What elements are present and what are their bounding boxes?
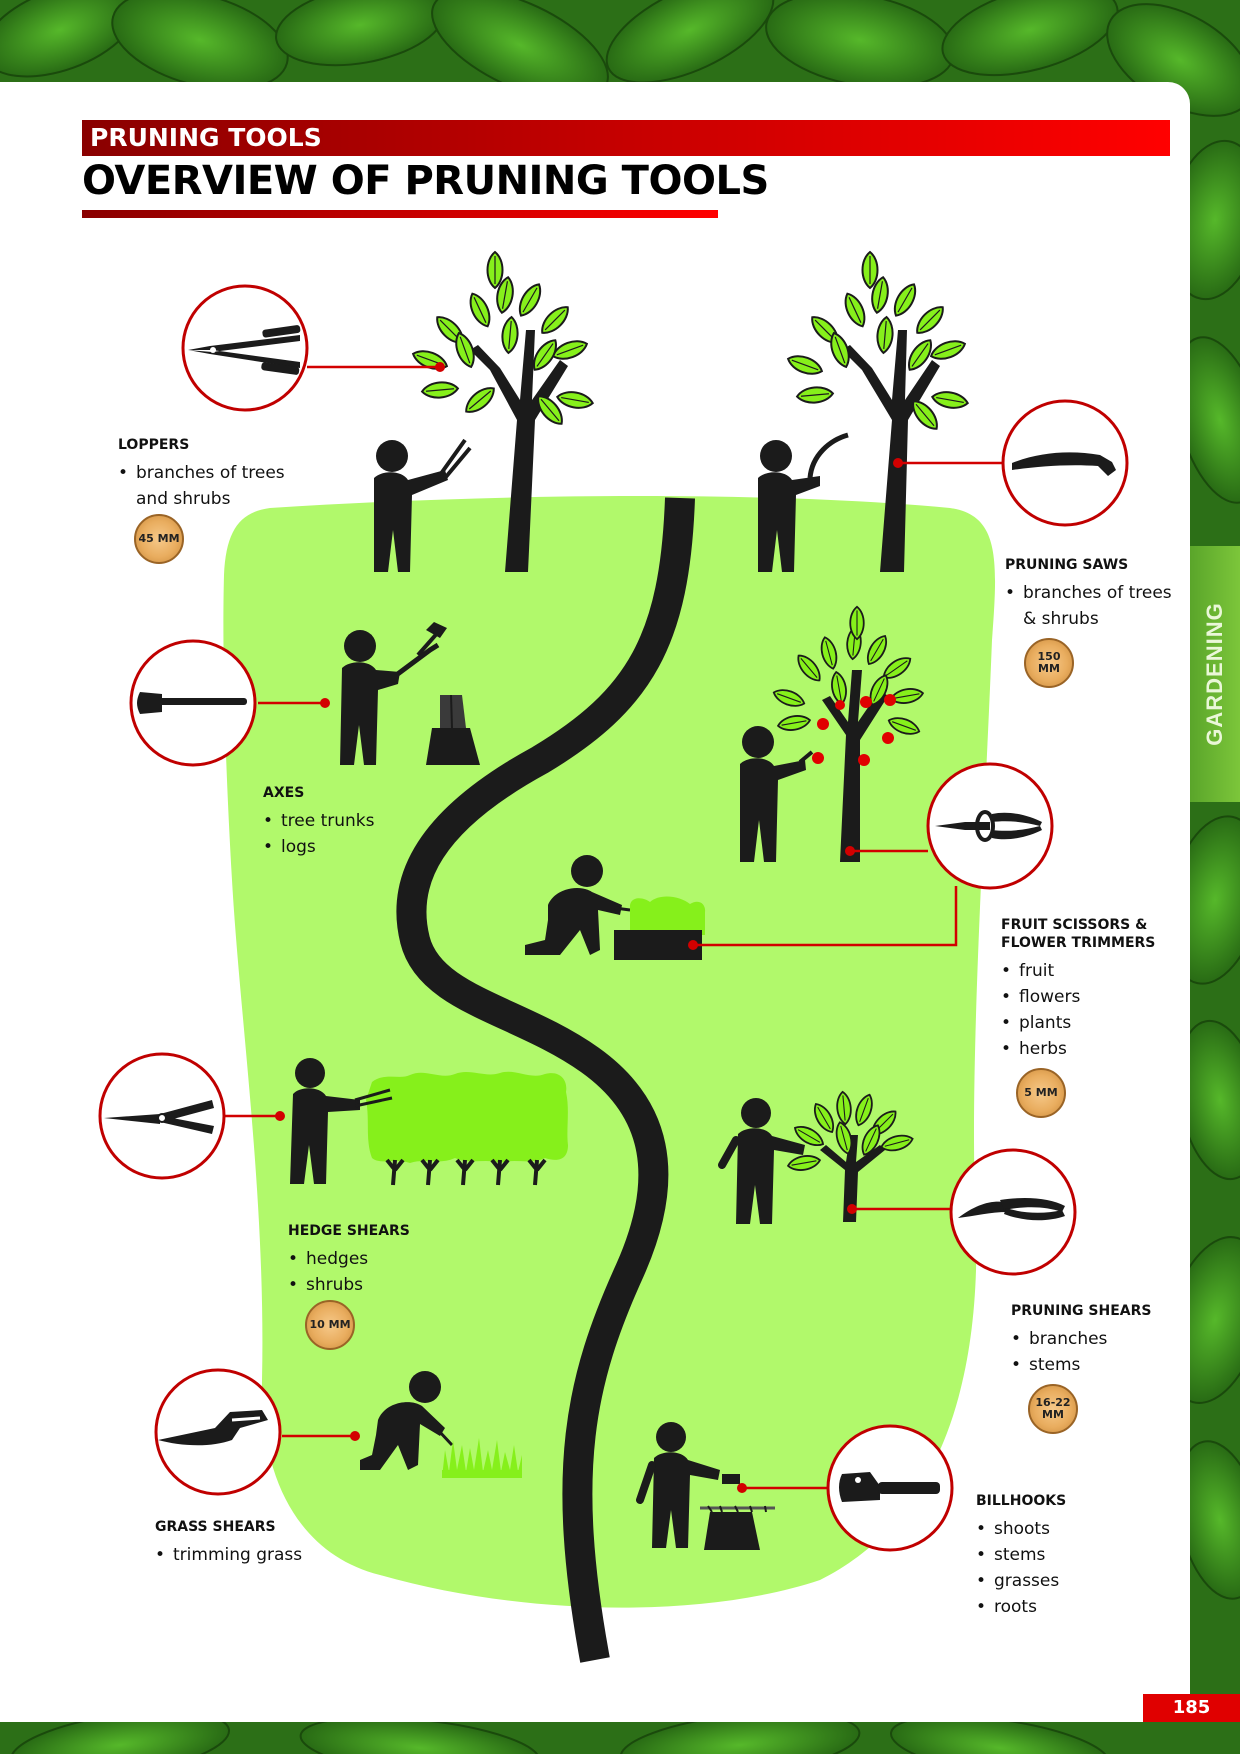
tree-loppers [409,251,596,572]
person-pruning-shears [718,1098,805,1224]
capacity-badge-pruning-shears: 16-22 MM [1028,1384,1078,1434]
tool-label-billhooks: BILLHOOKS shoots stems grasses roots [976,1492,1156,1620]
tool-label-loppers: LOPPERS branches of trees and shrubs [118,436,318,512]
tool-label-fruit-scissors: FRUIT SCISSORS & FLOWER TRIMMERS fruit f… [1001,916,1181,1062]
person-saw [758,432,849,572]
hedge [366,1071,568,1186]
loppers-icon [181,284,309,412]
pruning-shears-icon [949,1148,1077,1276]
tool-name: PRUNING SHEARS [1011,1303,1152,1319]
chopping-block [700,1505,775,1550]
tool-name: FRUIT SCISSORS & FLOWER TRIMMERS [1001,917,1156,951]
hedge-shears-icon [98,1052,226,1180]
connector-dots [275,362,903,1493]
person-axe [340,622,447,765]
person-hedge-shears [290,1058,393,1184]
capacity-badge-pruning-saws: 150 MM [1024,638,1074,688]
page-title: OVERVIEW OF PRUNING TOOLS [82,158,769,204]
tool-use: branches of trees and shrubs [118,460,296,512]
grass-patch [442,1438,522,1478]
section-tab[interactable]: GARDENING [1190,546,1240,802]
tool-label-pruning-shears: PRUNING SHEARS branches stems [1011,1302,1191,1378]
tool-use: trimming grass [155,1542,355,1568]
connector-lines [225,365,1005,1490]
fruit-tree [770,605,926,862]
title-underline [82,210,718,218]
tool-label-pruning-saws: PRUNING SAWS branches of trees & shrubs [1005,556,1185,632]
person-loppers [374,438,472,572]
tool-use: plants [1001,1010,1181,1036]
tool-use: logs [263,834,463,860]
grass-shears-icon [154,1368,282,1496]
tool-use: tree trunks [263,808,463,834]
tool-name: PRUNING SAWS [1005,557,1129,573]
stump [426,694,480,765]
capacity-badge-fruit-scissors: 5 MM [1016,1068,1066,1118]
tool-name: HEDGE SHEARS [288,1223,410,1239]
garden-path [396,497,695,1663]
tool-name: AXES [263,785,305,801]
tool-use: roots [976,1594,1156,1620]
tool-name: LOPPERS [118,437,190,453]
tool-use: flowers [1001,984,1181,1010]
category-bar: PRUNING TOOLS [82,120,1170,156]
person-flower-trimmer [525,855,631,955]
tool-name: GRASS SHEARS [155,1519,276,1535]
category-label: PRUNING TOOLS [90,123,322,152]
lawn-area [223,496,996,1608]
person-grass-shears [360,1371,454,1470]
capacity-badge-hedge-shears: 10 MM [305,1300,355,1350]
tool-label-hedge-shears: HEDGE SHEARS hedges shrubs [288,1222,488,1298]
fruit-scissors-icon [926,762,1054,890]
capacity-badge-loppers: 45 MM [134,514,184,564]
small-tree [785,1090,916,1222]
tool-name: BILLHOOKS [976,1493,1067,1509]
tool-use: stems [976,1542,1156,1568]
tool-use: shrubs [288,1272,488,1298]
billhook-icon [826,1424,954,1552]
pruning-saw-icon [1001,399,1129,527]
tree-saw [784,251,971,572]
tool-use: herbs [1001,1036,1181,1062]
tool-use: shoots [976,1516,1156,1542]
axe-icon [129,639,257,767]
tool-use: hedges [288,1246,488,1272]
flower-box [614,896,706,960]
person-billhook [636,1422,740,1548]
person-fruit-scissors [740,726,814,862]
tool-use: branches of trees & shrubs [1005,580,1173,632]
tool-label-grass-shears: GRASS SHEARS trimming grass [155,1518,355,1568]
page-number: 185 [1143,1694,1240,1722]
tool-use: stems [1011,1352,1191,1378]
tool-use: fruit [1001,958,1181,984]
tool-use: grasses [976,1568,1156,1594]
tool-use: branches [1011,1326,1191,1352]
tool-label-axes: AXES tree trunks logs [263,784,463,860]
